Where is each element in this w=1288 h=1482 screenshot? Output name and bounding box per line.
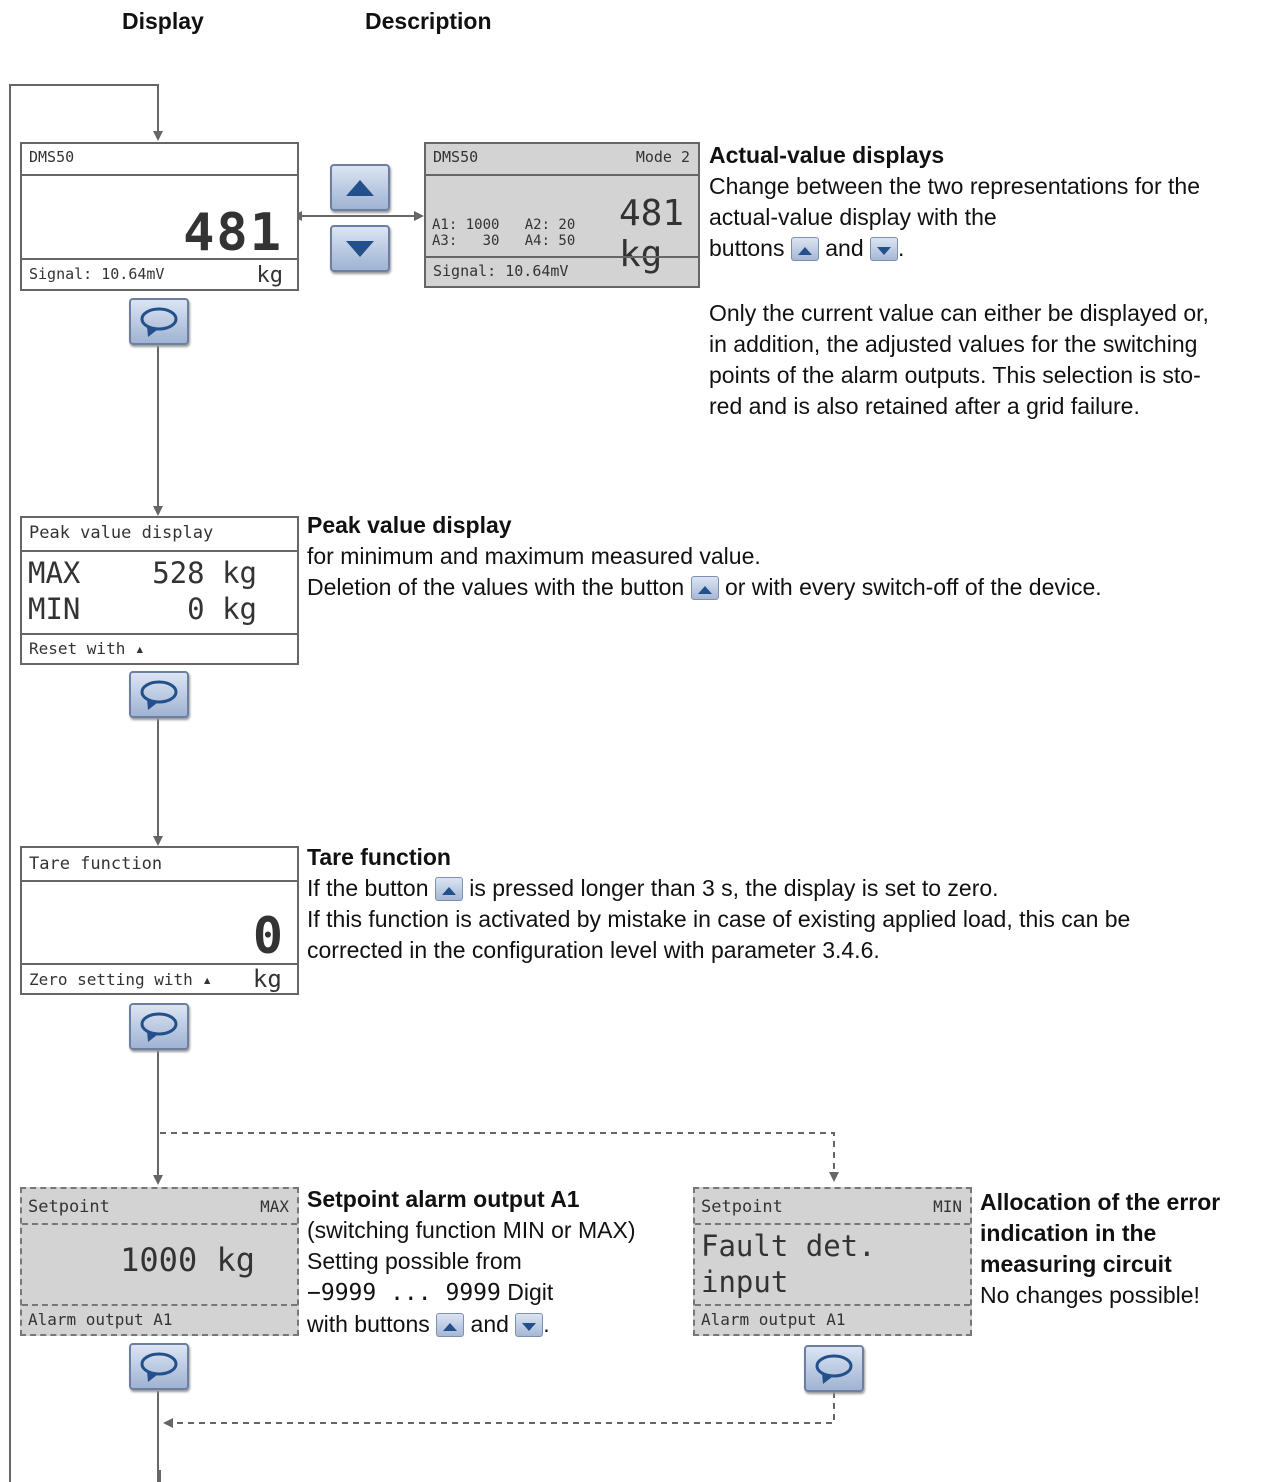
- lcd-max-value: 528 kg: [152, 556, 257, 590]
- setpoint-range: −9999 ... 9999: [307, 1280, 501, 1306]
- setpoint-line-1: (switching function MIN or MAX): [307, 1217, 636, 1243]
- setpoint-line-2: Setting possible from: [307, 1248, 522, 1274]
- lcd-fault-line-2: input: [701, 1265, 789, 1299]
- lcd-title: Tare function: [29, 854, 163, 874]
- lcd-value: 1000 kg: [120, 1241, 255, 1279]
- up-arrow-icon: [346, 180, 374, 196]
- actual-line-3b: and: [825, 235, 864, 261]
- actual-line-2: actual-value display with the: [709, 204, 997, 230]
- lcd-title: DMS50: [433, 148, 479, 166]
- cycle-button[interactable]: [129, 671, 189, 718]
- lcd-setpoint-a1: Setpoint MAX 1000 kg Alarm output A1: [20, 1187, 299, 1336]
- cycle-button[interactable]: [129, 298, 189, 345]
- cycle-button[interactable]: [804, 1345, 864, 1392]
- lcd-max-label: MAX: [28, 556, 81, 590]
- allocation-line-1: No changes possible!: [980, 1282, 1200, 1308]
- tare-description: Tare function If the button is pressed l…: [307, 842, 1130, 966]
- up-arrow-icon: [790, 237, 819, 261]
- up-arrow-icon: [434, 877, 463, 901]
- up-arrow-icon: [436, 1313, 465, 1337]
- tare-line-1a: If the button: [307, 875, 429, 901]
- cycle-icon: [140, 1352, 178, 1382]
- lcd-mode: Mode 2: [635, 148, 690, 166]
- actual-note-line-4: red and is also retained after a grid fa…: [709, 393, 1140, 419]
- peak-title: Peak value display: [307, 512, 512, 538]
- lcd-unit: kg: [618, 234, 663, 275]
- cycle-icon: [815, 1354, 853, 1384]
- lcd-function: MAX: [260, 1197, 289, 1216]
- lcd-actual-value-simple: DMS50 481 kg Signal: 10.64mV: [20, 142, 299, 291]
- actual-note-line-3: points of the alarm outputs. This select…: [709, 362, 1201, 388]
- actual-note-line-1: Only the current value can either be dis…: [709, 300, 1209, 326]
- lcd-actual-value-mode2: DMS50 Mode 2 481 kg A1: 1000 A2: 20 A3: …: [424, 142, 700, 288]
- lcd-output-label: Alarm output A1: [28, 1310, 173, 1329]
- lcd-value: 0: [252, 907, 283, 965]
- lcd-fault-line-1: Fault det.: [701, 1229, 876, 1263]
- setpoint-line-4c: .: [543, 1311, 550, 1337]
- cycle-button[interactable]: [129, 1343, 189, 1390]
- lcd-title: DMS50: [29, 148, 75, 166]
- peak-line-1: for minimum and maximum measured value.: [307, 543, 761, 569]
- setpoint-description: Setpoint alarm output A1 (switching func…: [307, 1184, 635, 1340]
- description-column-header: Description: [365, 8, 492, 34]
- lcd-value: 481: [618, 193, 684, 234]
- lcd-output-label: Alarm output A1: [701, 1310, 846, 1329]
- lcd-min-label: MIN: [28, 592, 81, 626]
- allocation-title-1: Allocation of the error: [980, 1189, 1221, 1215]
- down-arrow-icon: [346, 241, 374, 257]
- allocation-title-3: measuring circuit: [980, 1251, 1172, 1277]
- peak-value-description: Peak value display for minimum and maxim…: [307, 510, 1102, 603]
- lcd-function: MIN: [933, 1197, 962, 1216]
- lcd-tare-function: Tare function 0 kg Zero setting with ▴: [20, 846, 299, 995]
- lcd-peak-value: Peak value display MAX 528 kg MIN 0 kg R…: [20, 516, 299, 665]
- lcd-alarm-row-2: A3: 30 A4: 50: [432, 233, 576, 249]
- tare-title: Tare function: [307, 844, 451, 870]
- tare-line-3: corrected in the configuration level wit…: [307, 937, 880, 963]
- down-button[interactable]: [330, 225, 390, 272]
- peak-line-2a: Deletion of the values with the button: [307, 574, 685, 600]
- lcd-zero-hint: Zero setting with ▴: [29, 970, 213, 989]
- lcd-value: 481: [183, 203, 283, 263]
- up-arrow-icon: [690, 576, 719, 600]
- down-arrow-icon: [515, 1313, 544, 1337]
- cycle-icon: [140, 680, 178, 710]
- allocation-description: Allocation of the error indication in th…: [980, 1187, 1220, 1311]
- setpoint-line-4b: and: [470, 1311, 509, 1337]
- lcd-reset-hint: Reset with ▴: [29, 639, 145, 658]
- allocation-title-2: indication in the: [980, 1220, 1157, 1246]
- tare-line-2: If this function is activated by mistake…: [307, 906, 1131, 932]
- lcd-title: Setpoint: [28, 1197, 110, 1217]
- cycle-icon: [140, 1012, 178, 1042]
- down-arrow-icon: [870, 237, 898, 261]
- lcd-title: Peak value display: [29, 523, 214, 543]
- lcd-signal: Signal: 10.64mV: [29, 265, 165, 283]
- lcd-fault-allocation: Setpoint MIN Fault det. input Alarm outp…: [693, 1187, 972, 1336]
- actual-note-line-2: in addition, the adjusted values for the…: [709, 331, 1198, 357]
- tare-line-1b: is pressed longer than 3 s, the display …: [469, 875, 999, 901]
- lcd-min-value: 0 kg: [187, 592, 257, 626]
- actual-value-description: Actual-value displays Change between the…: [709, 140, 1200, 264]
- actual-value-note: Only the current value can either be dis…: [709, 298, 1209, 422]
- setpoint-unit: Digit: [500, 1279, 554, 1305]
- peak-line-2b: or with every switch-off of the device.: [724, 574, 1102, 600]
- actual-line-1: Change between the two representations f…: [709, 173, 1200, 199]
- lcd-alarm-row-1: A1: 1000 A2: 20: [432, 217, 576, 233]
- actual-line-3a: buttons: [709, 235, 785, 261]
- lcd-unit: kg: [252, 965, 282, 993]
- lcd-unit: kg: [256, 263, 284, 288]
- setpoint-line-4a: with buttons: [307, 1311, 430, 1337]
- actual-value-title: Actual-value displays: [709, 142, 945, 168]
- cycle-icon: [140, 307, 178, 337]
- lcd-signal: Signal: 10.64mV: [433, 262, 569, 280]
- actual-line-3c: .: [898, 235, 905, 261]
- display-column-header: Display: [122, 8, 204, 34]
- cycle-button[interactable]: [129, 1003, 189, 1050]
- lcd-title: Setpoint: [701, 1197, 783, 1217]
- setpoint-title: Setpoint alarm output A1: [307, 1186, 580, 1212]
- up-button[interactable]: [330, 164, 390, 211]
